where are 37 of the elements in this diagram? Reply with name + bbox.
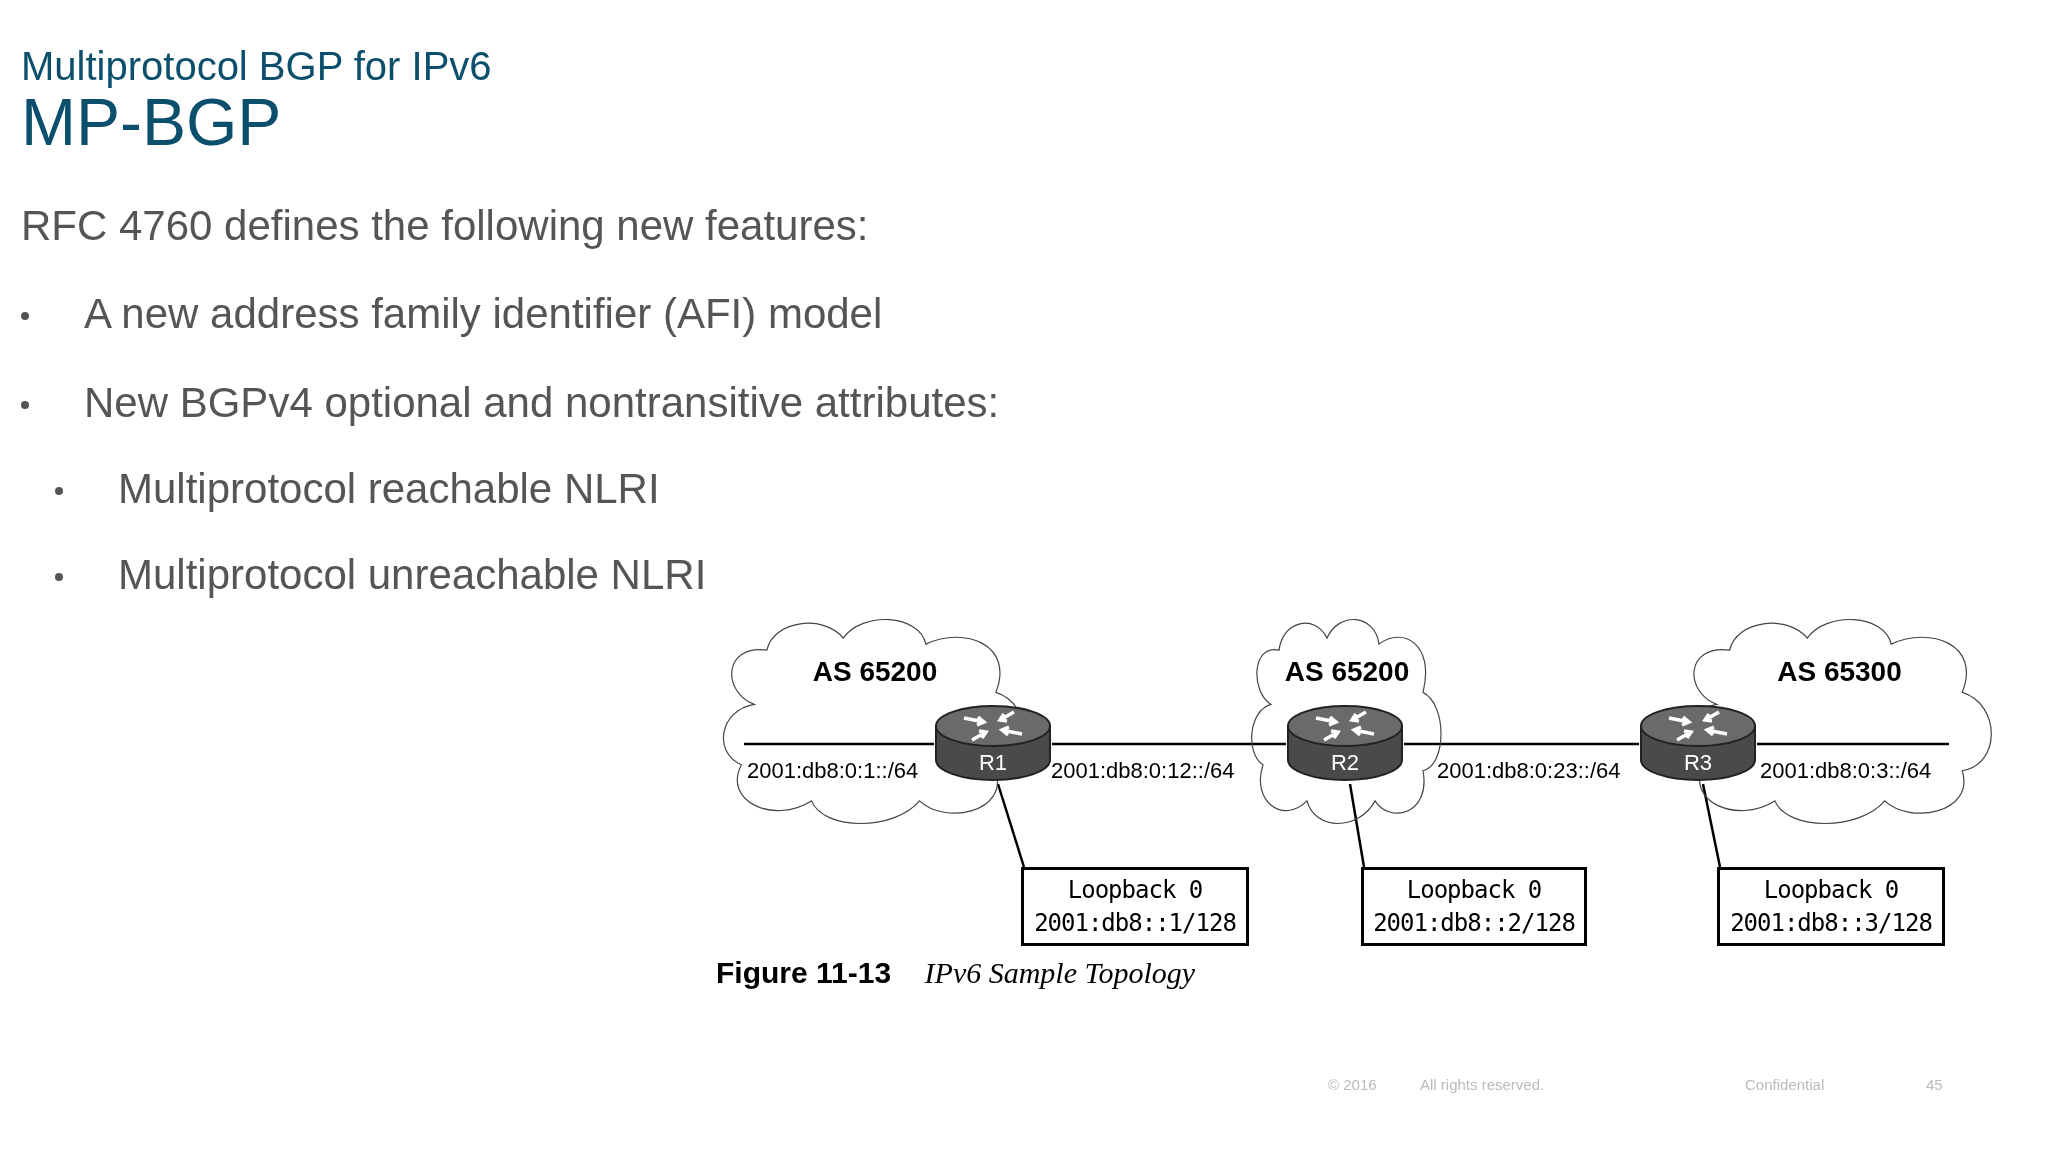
loopback-text: 2001:db8::1/128 <box>1034 907 1236 939</box>
link-line <box>1052 742 1286 746</box>
leader-line <box>1701 783 1722 868</box>
bullet-text: Multiprotocol reachable NLRI <box>118 465 660 513</box>
subnet-label: 2001:db8:0:1::/64 <box>747 758 919 784</box>
as-label: AS 65200 <box>1283 656 1411 688</box>
bullet-text: New BGPv4 optional and nontransitive attributes: <box>84 379 1000 427</box>
page-number: 45 <box>1926 1076 1943 1093</box>
slide-subtitle: Multiprotocol BGP for IPv6 <box>21 44 492 89</box>
loopback-box <box>1717 867 1945 946</box>
footer-text: © 2016 <box>1328 1076 1377 1093</box>
figure-caption: Figure 11-13 IPv6 Sample Topology <box>716 956 1196 990</box>
link-line <box>744 742 934 746</box>
loopback-text: Loopback 0 <box>1763 874 1899 906</box>
subnet-label: 2001:db8:0:3::/64 <box>1760 758 1932 784</box>
bullet-text: A new address family identifier (AFI) model <box>84 290 883 338</box>
as-label: AS 65200 <box>811 656 939 688</box>
loopback-box <box>1021 867 1249 946</box>
footer-text: Confidential <box>1745 1076 1825 1093</box>
subnet-label: 2001:db8:0:12::/64 <box>1051 758 1235 784</box>
loopback-box <box>1361 867 1587 946</box>
router-label: R3 <box>1682 750 1714 776</box>
loopback-text: 2001:db8::2/128 <box>1373 907 1575 939</box>
router-label: R1 <box>977 750 1009 776</box>
link-line <box>1757 742 1949 746</box>
leader-line <box>1348 783 1366 868</box>
loopback-text: Loopback 0 <box>1406 874 1542 906</box>
footer-text: All rights reserved. <box>1420 1076 1545 1093</box>
router-label: R2 <box>1329 750 1361 776</box>
leader-line <box>996 783 1026 868</box>
subnet-label: 2001:db8:0:23::/64 <box>1437 758 1621 784</box>
loopback-text: Loopback 0 <box>1067 874 1203 906</box>
intro-text: RFC 4760 defines the following new features: <box>21 202 869 250</box>
as-label: AS 65300 <box>1776 656 1903 688</box>
loopback-text: 2001:db8::3/128 <box>1730 907 1932 939</box>
bullet-text: Multiprotocol unreachable NLRI <box>118 551 707 599</box>
link-line <box>1404 742 1639 746</box>
